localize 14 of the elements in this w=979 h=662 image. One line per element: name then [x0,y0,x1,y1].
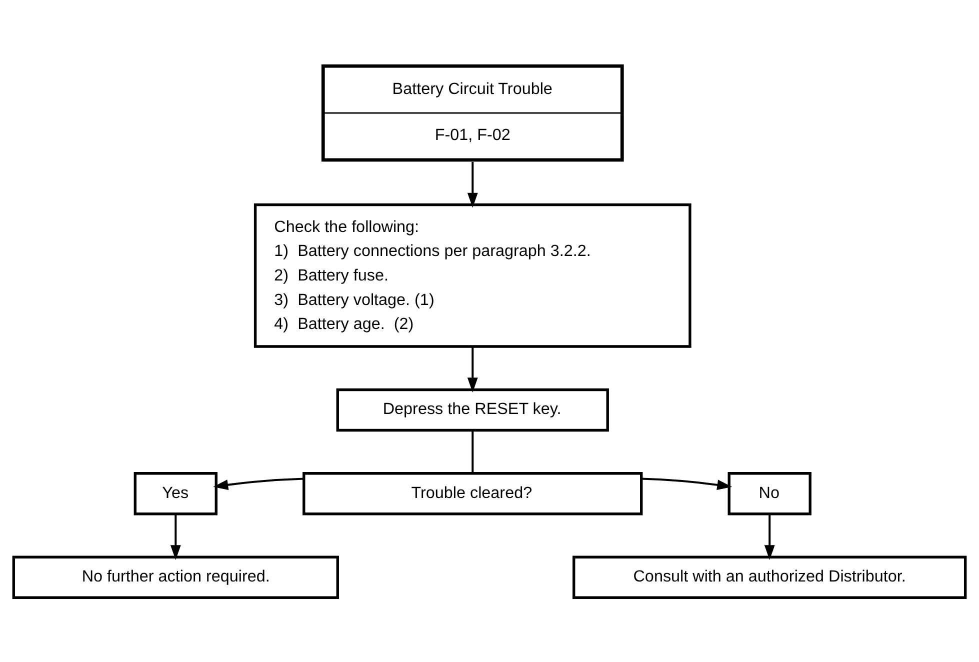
arrow [764,514,775,560]
arrow [467,346,478,393]
arrow [170,514,181,560]
arrow [467,162,478,208]
arrow [641,478,732,490]
node-box: Depress the RESET key. [336,388,609,432]
node-box: Yes [134,472,218,516]
node-box: Consult with an authorized Distributor. [572,556,967,599]
node-box: No further action required. [12,556,339,599]
node-box: No [728,472,812,516]
node-box: Check the following: 1) Battery connections per paragraph 3.2.2. 2) Battery fuse. 3) Battery voltage. (1) 4) Battery age. (2) [254,203,692,348]
arrow [213,478,304,490]
connector [472,430,474,474]
node-box: Trouble cleared? [302,472,643,516]
